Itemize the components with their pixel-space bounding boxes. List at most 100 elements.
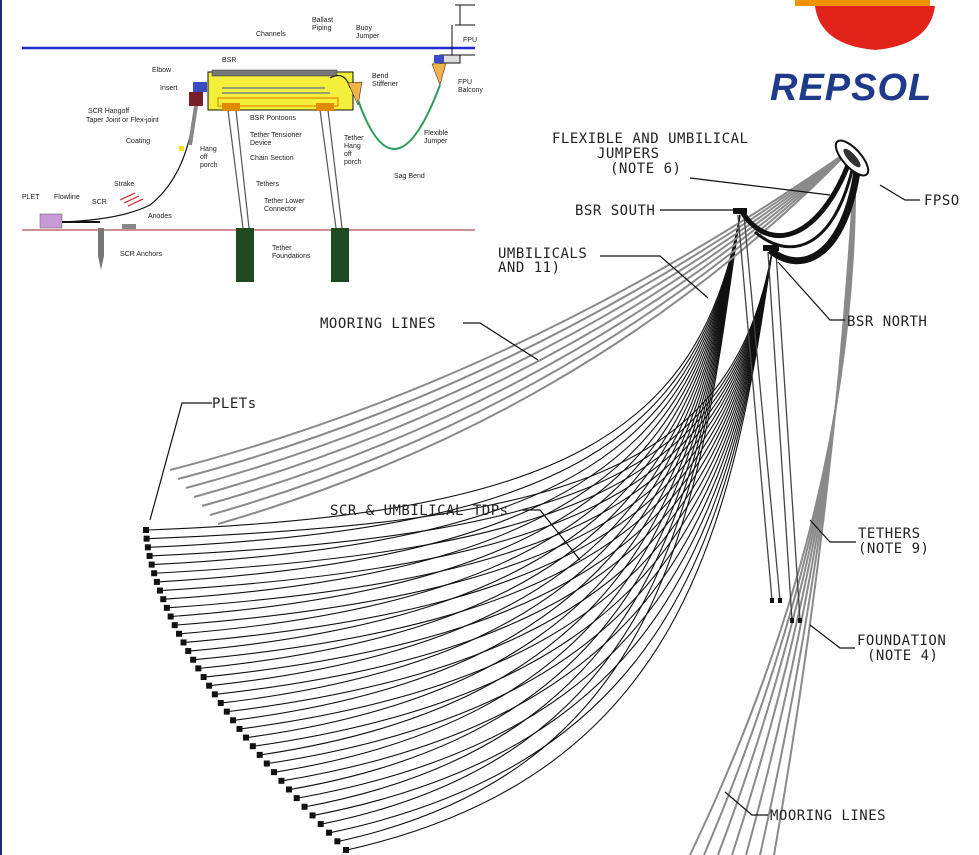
plet-marker: [143, 535, 150, 542]
tether-line: [767, 251, 793, 621]
label-foundation: FOUNDATION: [857, 633, 946, 649]
tether-line: [737, 214, 773, 601]
label-mooring-lines-top: MOORING LINES: [320, 316, 436, 332]
plet-marker: [256, 751, 263, 758]
riser-line: [179, 214, 741, 635]
inset-label-elbow: Elbow: [152, 67, 172, 74]
plet-marker: [163, 604, 170, 611]
plet-marker: [190, 656, 197, 663]
riser-line: [152, 214, 741, 566]
label-fpso: FPSO: [924, 193, 960, 209]
plet-marker: [285, 786, 292, 793]
tether-foundation-marker: [770, 598, 774, 603]
bsr-south-buoy: [733, 208, 747, 214]
mooring-line: [731, 159, 856, 855]
plet-marker: [171, 622, 178, 629]
plet-marker: [230, 717, 237, 724]
plet-markers: [143, 527, 349, 853]
ballast-piping: [222, 87, 330, 94]
scr-riser: [59, 105, 196, 223]
riser-fan-lines: [146, 214, 773, 851]
label-jumpers: JUMPERS: [597, 146, 660, 162]
fpso-vessel: [834, 139, 870, 177]
riser-line: [246, 214, 741, 739]
plet-marker: [160, 596, 167, 603]
inset-label-bsr: BSR: [222, 57, 236, 64]
riser-line: [148, 214, 741, 548]
label-flexible-umbilical: FLEXIBLE AND UMBILICAL: [552, 131, 748, 147]
inset-label-fpu: FPU: [463, 37, 477, 44]
plet-marker: [278, 777, 285, 784]
label-bsr-north: BSR NORTH: [847, 314, 927, 330]
tether-foundation-marker: [798, 618, 802, 623]
repsol-sun-icon: [795, 0, 935, 50]
mooring-line: [745, 159, 856, 855]
riser-line: [289, 214, 741, 791]
plet-marker: [236, 725, 243, 732]
riser-line: [164, 214, 741, 600]
label-mooring-lines-bottom: MOORING LINES: [770, 808, 886, 824]
riser-line: [199, 214, 741, 669]
riser-line: [155, 251, 773, 574]
label-bsr-south: BSR SOUTH: [575, 203, 655, 219]
inset-label-taper-joint: Taper Joint or Flex-joint: [86, 117, 159, 124]
plet-marker: [144, 544, 151, 551]
label-and11: AND 11): [498, 260, 561, 276]
inset-label-strake: Strake: [114, 181, 134, 188]
plet-marker: [180, 639, 187, 646]
tether-line: [775, 251, 801, 621]
inset-label-insert: Insert: [160, 85, 178, 92]
riser-line: [260, 214, 741, 756]
riser-line: [189, 214, 741, 652]
leader-lines: [149, 177, 920, 816]
flexible-jumper-south: [739, 159, 853, 239]
inset-label-coating: Coating: [126, 138, 150, 145]
riser-line: [346, 251, 773, 851]
plet-marker: [271, 769, 278, 776]
label-scr-umbilical-tdps: SCR & UMBILICAL TDPs: [330, 503, 509, 519]
riser-line: [194, 251, 773, 661]
bsr-pontoons: [217, 97, 339, 107]
plet-marker: [223, 708, 230, 715]
plet-marker: [206, 682, 213, 689]
label-umbilicals: UMBILICALS: [498, 246, 587, 262]
scr-taper-joint: [188, 105, 198, 146]
plet-marker: [195, 665, 202, 672]
plet-marker: [185, 648, 192, 655]
riser-line: [233, 214, 741, 721]
flexible-jumper-curve: [357, 84, 441, 150]
tether-foundation-left: [236, 228, 254, 282]
tether-foundation-right: [331, 228, 349, 282]
plet-marker: [153, 578, 160, 585]
riser-line: [329, 251, 773, 834]
bsr-channels: [211, 69, 338, 77]
riser-line: [184, 251, 773, 643]
label-tethers: TETHERS: [858, 526, 921, 542]
scr-anchor-icon: [98, 228, 104, 270]
plet-marker: [146, 552, 153, 559]
inset-label-scr-hangoff: SCR Hangoff: [88, 108, 129, 115]
riser-line: [210, 214, 741, 687]
label-note9: (NOTE 9): [858, 541, 929, 557]
fpu-balcony-bend-stiffener-icon: [431, 55, 447, 86]
tether-lines-inset: [227, 109, 343, 229]
tether-foundation-marker: [790, 618, 794, 623]
inset-label-sag-bend: Sag Bend: [394, 173, 425, 180]
label-note6: (NOTE 6): [610, 161, 681, 177]
mooring-line: [193, 149, 851, 498]
inset-label-channels: Channels: [256, 31, 286, 38]
flexible-jumper-mid: [754, 161, 856, 249]
riser-line: [215, 251, 773, 695]
tether-hang-off-porch-right: [316, 103, 334, 111]
inset-label-bsr-pontoons: BSR Pontoons: [250, 115, 296, 122]
plet-marker: [148, 561, 155, 568]
anodes-inset: [122, 224, 136, 229]
mooring-line: [759, 159, 856, 855]
inset-label-chain-section: Chain Section: [250, 155, 294, 162]
plet-marker: [309, 812, 316, 819]
